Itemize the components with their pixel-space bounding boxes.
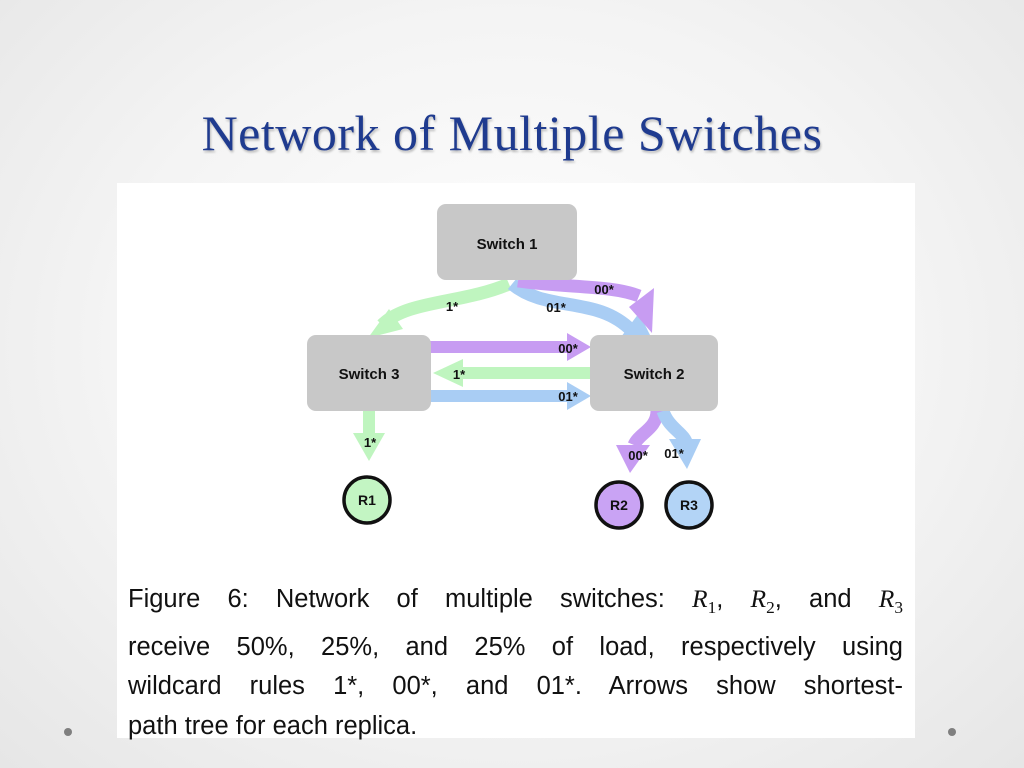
math-r1-subscript: 1 <box>707 598 717 618</box>
math-r2-symbol: R <box>750 584 767 613</box>
caption-line-4: path tree for each replica. <box>128 711 418 740</box>
r1-node <box>342 475 392 525</box>
switch-3-label: Switch 3 <box>339 366 400 383</box>
caption-line-3: wildcard rules 1*, 00*, and 01*. Arrows … <box>128 672 903 701</box>
math-r1-symbol: R <box>692 584 708 613</box>
slide-title: Network of Multiple Switches <box>201 105 823 161</box>
caption-sep-1: , <box>716 585 751 613</box>
edge-label-s1-s2-01: 01* <box>546 300 566 315</box>
edge-label-s2-r2: 00* <box>628 448 648 463</box>
switch-1-label: Switch 1 <box>477 236 538 253</box>
switch-1-node <box>437 204 577 280</box>
edge-label-s1-s2-00: 00* <box>594 282 614 297</box>
switch-2-label: Switch 2 <box>624 366 685 383</box>
figure-caption: Figure 6: Network of multiple switches: … <box>128 579 903 746</box>
edge-label-s1-s3: 1* <box>446 299 459 314</box>
figure-panel: Switch 1 Switch 3 Switch 2 R1 R2 R3 1* 0… <box>117 183 915 740</box>
switch-3-node <box>307 335 431 411</box>
r3-node <box>664 480 714 530</box>
r2-node <box>594 480 644 530</box>
math-r2: R2 <box>750 584 775 617</box>
arrowhead-s1-s3 <box>368 309 403 338</box>
arrowhead-s3-s2-01 <box>567 382 591 410</box>
math-r2-subscript: 2 <box>766 598 775 618</box>
edge-label-s3-s2-00: 00* <box>558 341 578 356</box>
arrowhead-s3-r1 <box>353 433 385 461</box>
math-r1: R1 <box>692 584 716 617</box>
edge-label-s3-r1: 1* <box>364 435 377 450</box>
arrowhead-s1-s2-01 <box>621 313 650 337</box>
arrowhead-s3-s2-00 <box>567 333 591 361</box>
caption-sep-2: , and <box>774 585 879 613</box>
edge-s3-r1 <box>363 411 375 436</box>
edge-s3-s2-00 <box>430 341 570 353</box>
edge-label-s2-s3-1: 1* <box>453 367 466 382</box>
switch-2-node <box>590 335 718 411</box>
math-r3-subscript: 3 <box>894 598 903 618</box>
r3-label: R3 <box>680 497 698 513</box>
arrowhead-s2-s3-1 <box>433 359 463 387</box>
edge-s2-r2 <box>628 410 664 449</box>
edge-s1-s2-01 <box>507 278 637 336</box>
r2-label: R2 <box>610 497 628 513</box>
caption-line-1-text: Figure 6: Network of multiple switches: <box>128 585 693 613</box>
edge-label-s2-r3: 01* <box>664 446 684 461</box>
arrowhead-s1-s2-00 <box>629 288 654 333</box>
edge-s3-s2-01 <box>430 390 570 402</box>
slide-corner-dot-right <box>948 728 956 736</box>
slide-corner-dot-left <box>64 728 72 736</box>
math-r3-symbol: R <box>878 584 895 613</box>
arrowhead-s2-r3 <box>669 439 701 469</box>
caption-line-1: Figure 6: Network of multiple switches: … <box>128 579 903 628</box>
edge-s2-s3-1 <box>460 367 592 379</box>
r1-label: R1 <box>358 492 376 508</box>
math-r3: R3 <box>878 584 903 617</box>
edge-label-s3-s2-01: 01* <box>558 389 578 404</box>
arrowhead-s2-r2 <box>616 445 650 473</box>
edge-s1-s2-00 <box>517 274 642 303</box>
network-diagram: Switch 1 Switch 3 Switch 2 R1 R2 R3 1* 0… <box>307 204 718 530</box>
caption-line-2: receive 50%, 25%, and 25% of load, respe… <box>128 632 903 661</box>
